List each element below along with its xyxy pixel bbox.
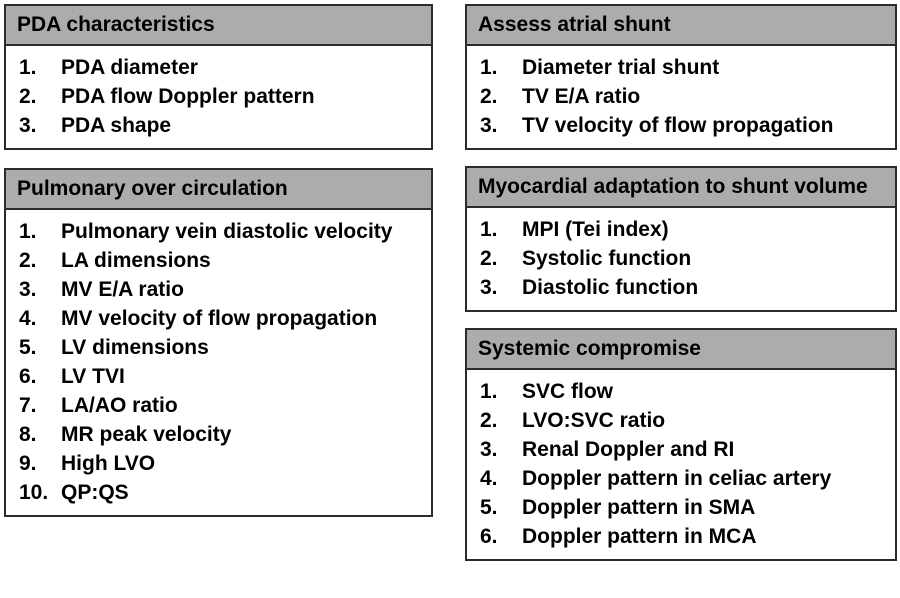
box-systemic-compromise: Systemic compromise 1. SVC flow 2. LVO:SVC … bbox=[465, 328, 897, 561]
list-item: 5. Doppler pattern in SMA bbox=[480, 493, 885, 522]
item-text: MR peak velocity bbox=[61, 423, 232, 446]
item-number: 1. bbox=[19, 56, 37, 79]
item-text: MV E/A ratio bbox=[61, 278, 184, 301]
list-item: 3. PDA shape bbox=[19, 111, 421, 140]
box-list: 1. Pulmonary vein diastolic velocity 2. LA … bbox=[6, 210, 431, 515]
list-item: 3. Renal Doppler and RI bbox=[480, 435, 885, 464]
item-text: LVO:SVC ratio bbox=[522, 409, 666, 432]
list-item: 6. Doppler pattern in MCA bbox=[480, 522, 885, 551]
item-number: 3. bbox=[480, 438, 498, 461]
list-item: 1. PDA diameter bbox=[19, 53, 421, 82]
item-text: LA dimensions bbox=[61, 249, 211, 272]
item-number: 3. bbox=[480, 276, 498, 299]
item-number: 6. bbox=[480, 525, 498, 548]
list-item: 7. LA/AO ratio bbox=[19, 391, 421, 420]
item-number: 3. bbox=[19, 114, 37, 137]
box-list: 1. SVC flow 2. LVO:SVC ratio 3. Renal Doppler… bbox=[467, 370, 895, 559]
right-column: Assess atrial shunt 1. Diameter trial shu… bbox=[465, 4, 897, 561]
list-item: 1. Pulmonary vein diastolic velocity bbox=[19, 217, 421, 246]
box-title: Pulmonary over circulation bbox=[6, 170, 431, 210]
box-title: Assess atrial shunt bbox=[467, 6, 895, 46]
item-number: 6. bbox=[19, 365, 37, 388]
list-item: 2. Systolic function bbox=[480, 244, 885, 273]
item-text: TV E/A ratio bbox=[522, 85, 641, 108]
item-text: Doppler pattern in SMA bbox=[522, 496, 756, 519]
list-item: 3. TV velocity of flow propagation bbox=[480, 111, 885, 140]
box-list: 1. PDA diameter 2. PDA flow Doppler pattern… bbox=[6, 46, 431, 148]
item-text: LV dimensions bbox=[61, 336, 209, 359]
item-text: LA/AO ratio bbox=[61, 394, 178, 417]
item-text: Doppler pattern in celiac artery bbox=[522, 467, 832, 490]
item-number: 2. bbox=[19, 85, 37, 108]
item-text: MPI (Tei index) bbox=[522, 218, 669, 241]
box-list: 1. Diameter trial shunt 2. TV E/A ratio 3. TV… bbox=[467, 46, 895, 148]
list-item: 3. Diastolic function bbox=[480, 273, 885, 302]
item-number: 2. bbox=[19, 249, 37, 272]
left-column: PDA characteristics 1. PDA diameter 2. PDA … bbox=[4, 4, 433, 517]
list-item: 4. MV velocity of flow propagation bbox=[19, 304, 421, 333]
item-text: Doppler pattern in MCA bbox=[522, 525, 757, 548]
list-item: 1. MPI (Tei index) bbox=[480, 215, 885, 244]
box-pda-characteristics: PDA characteristics 1. PDA diameter 2. PDA … bbox=[4, 4, 433, 150]
box-assess-atrial-shunt: Assess atrial shunt 1. Diameter trial shu… bbox=[465, 4, 897, 150]
list-item: 3. MV E/A ratio bbox=[19, 275, 421, 304]
item-text: Diastolic function bbox=[522, 276, 699, 299]
item-number: 1. bbox=[480, 218, 498, 241]
item-number: 5. bbox=[480, 496, 498, 519]
item-text: Systolic function bbox=[522, 247, 692, 270]
item-number: 2. bbox=[480, 409, 498, 432]
item-text: MV velocity of flow propagation bbox=[61, 307, 378, 330]
item-number: 2. bbox=[480, 85, 498, 108]
item-text: Renal Doppler and RI bbox=[522, 438, 735, 461]
item-text: TV velocity of flow propagation bbox=[522, 114, 834, 137]
item-number: 9. bbox=[19, 452, 37, 475]
box-title: Systemic compromise bbox=[467, 330, 895, 370]
item-number: 4. bbox=[19, 307, 37, 330]
item-number: 4. bbox=[480, 467, 498, 490]
item-number: 1. bbox=[19, 220, 37, 243]
item-number: 2. bbox=[480, 247, 498, 270]
list-item: 9. High LVO bbox=[19, 449, 421, 478]
item-number: 1. bbox=[480, 380, 498, 403]
box-myocardial-adaptation: Myocardial adaptation to shunt volume 1.… bbox=[465, 166, 897, 312]
list-item: 2. TV E/A ratio bbox=[480, 82, 885, 111]
list-item: 1. Diameter trial shunt bbox=[480, 53, 885, 82]
item-number: 10. bbox=[19, 481, 49, 504]
item-text: Pulmonary vein diastolic velocity bbox=[61, 220, 393, 243]
list-item: 2. LVO:SVC ratio bbox=[480, 406, 885, 435]
box-title: Myocardial adaptation to shunt volume bbox=[467, 168, 895, 208]
item-text: PDA flow Doppler pattern bbox=[61, 85, 315, 108]
item-number: 1. bbox=[480, 56, 498, 79]
list-item: 1. SVC flow bbox=[480, 377, 885, 406]
item-text: High LVO bbox=[61, 452, 156, 475]
box-title: PDA characteristics bbox=[6, 6, 431, 46]
item-text: LV TVI bbox=[61, 365, 125, 388]
box-list: 1. MPI (Tei index) 2. Systolic function 3. Di… bbox=[467, 208, 895, 310]
item-number: 3. bbox=[480, 114, 498, 137]
item-number: 5. bbox=[19, 336, 37, 359]
list-item: 4. Doppler pattern in celiac artery bbox=[480, 464, 885, 493]
list-item: 2. LA dimensions bbox=[19, 246, 421, 275]
list-item: 8. MR peak velocity bbox=[19, 420, 421, 449]
list-item: 10. QP:QS bbox=[19, 478, 421, 507]
item-number: 3. bbox=[19, 278, 37, 301]
list-item: 5. LV dimensions bbox=[19, 333, 421, 362]
list-item: 6. LV TVI bbox=[19, 362, 421, 391]
box-pulmonary-over-circulation: Pulmonary over circulation 1. Pulmonary v… bbox=[4, 168, 433, 517]
item-text: QP:QS bbox=[61, 481, 129, 504]
item-text: PDA diameter bbox=[61, 56, 198, 79]
item-text: SVC flow bbox=[522, 380, 614, 403]
item-number: 8. bbox=[19, 423, 37, 446]
list-item: 2. PDA flow Doppler pattern bbox=[19, 82, 421, 111]
item-text: Diameter trial shunt bbox=[522, 56, 720, 79]
item-text: PDA shape bbox=[61, 114, 172, 137]
item-number: 7. bbox=[19, 394, 37, 417]
